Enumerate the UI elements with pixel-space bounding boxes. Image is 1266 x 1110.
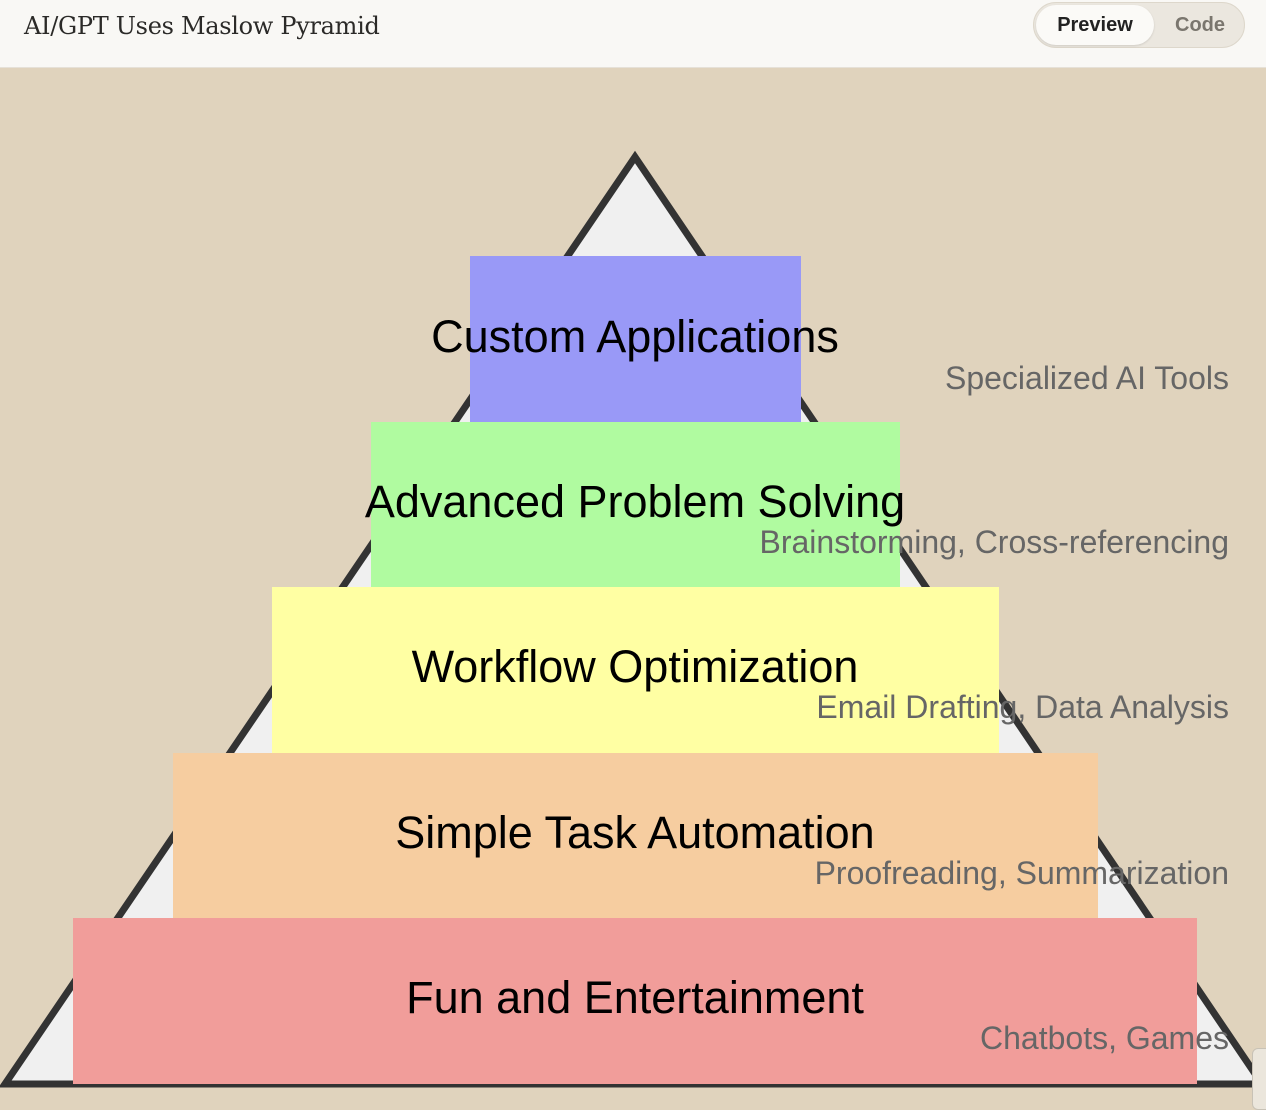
artifact-title: AI/GPT Uses Maslow Pyramid: [24, 12, 380, 40]
level-2-examples: Brainstorming, Cross-referencing: [760, 524, 1230, 560]
pyramid-level-1: Custom Applications Specialized AI Tools: [431, 256, 1229, 422]
preview-canvas: Custom Applications Specialized AI Tools…: [0, 69, 1266, 1110]
level-2-label: Advanced Problem Solving: [365, 476, 905, 527]
level-4-label: Simple Task Automation: [395, 807, 874, 858]
pyramid-level-4: Simple Task Automation Proofreading, Sum…: [173, 753, 1229, 919]
pyramid-diagram: Custom Applications Specialized AI Tools…: [0, 150, 1266, 1088]
pyramid-level-5: Fun and Entertainment Chatbots, Games: [73, 918, 1229, 1084]
level-4-examples: Proofreading, Summarization: [815, 855, 1229, 891]
view-toggle: Preview Code: [1033, 2, 1245, 48]
scroll-handle[interactable]: [1252, 1048, 1266, 1110]
level-1-examples: Specialized AI Tools: [945, 360, 1229, 396]
pyramid-level-2: Advanced Problem Solving Brainstorming, …: [365, 422, 1229, 588]
preview-tab[interactable]: Preview: [1036, 5, 1154, 45]
level-5-examples: Chatbots, Games: [980, 1020, 1229, 1056]
level-3-block: [272, 587, 999, 753]
top-bar: AI/GPT Uses Maslow Pyramid Preview Code: [0, 0, 1266, 68]
level-4-block: [173, 753, 1098, 919]
code-tab[interactable]: Code: [1175, 14, 1225, 36]
level-5-block: [73, 918, 1197, 1084]
level-3-examples: Email Drafting, Data Analysis: [816, 689, 1229, 725]
pyramid-level-3: Workflow Optimization Email Drafting, Da…: [272, 587, 1229, 753]
level-5-label: Fun and Entertainment: [406, 972, 864, 1023]
level-1-label: Custom Applications: [431, 311, 839, 362]
level-2-block: [371, 422, 900, 588]
level-3-label: Workflow Optimization: [412, 641, 859, 692]
level-1-block: [470, 256, 801, 422]
